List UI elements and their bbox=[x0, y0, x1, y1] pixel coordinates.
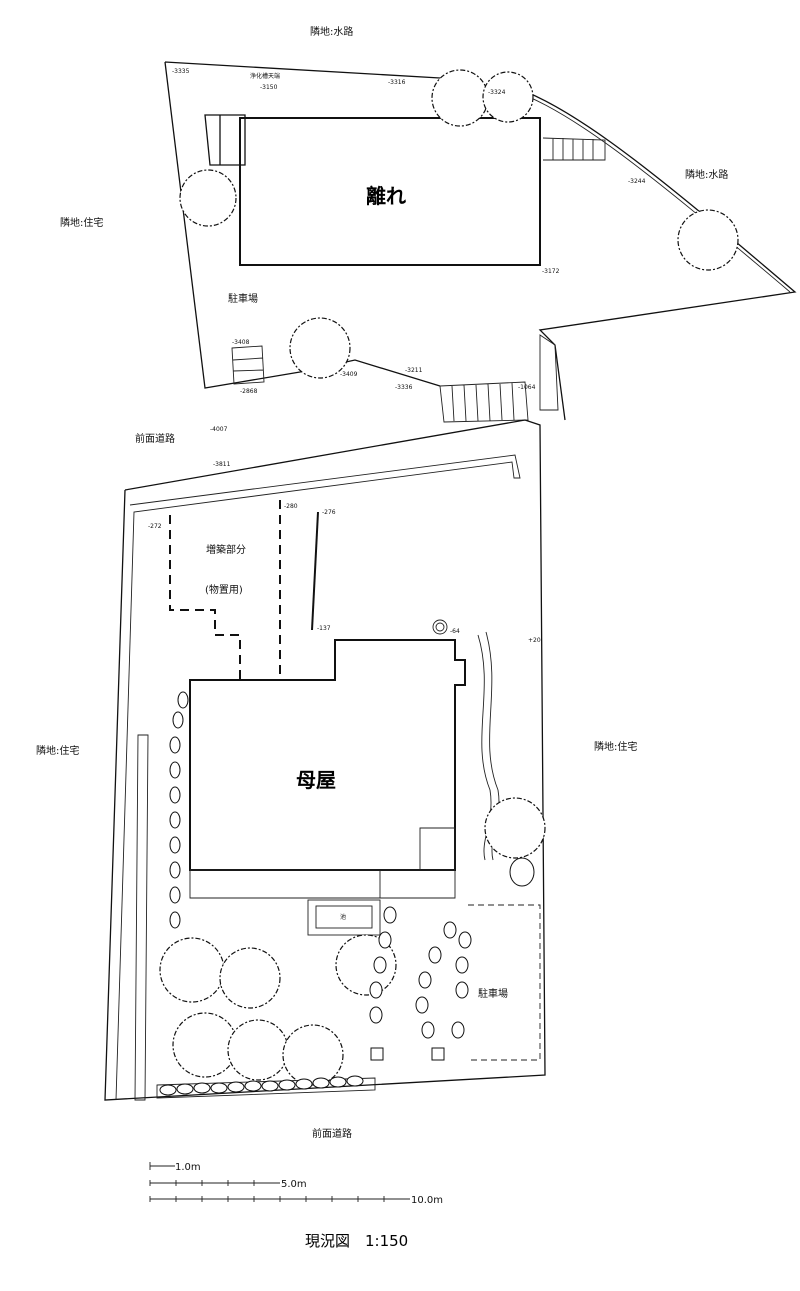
tree bbox=[282, 1024, 344, 1086]
elevation: -4007 bbox=[210, 426, 228, 433]
label-main-house: 母屋 bbox=[296, 768, 336, 792]
elevation: -3811 bbox=[213, 461, 231, 468]
elevation: -3324 bbox=[488, 89, 506, 96]
tree bbox=[431, 69, 489, 127]
elevation: -3408 bbox=[232, 339, 250, 346]
tree bbox=[482, 71, 534, 123]
main-house bbox=[189, 619, 541, 1061]
elevation: -3316 bbox=[388, 79, 406, 86]
label-parking-upper: 駐車場 bbox=[228, 292, 258, 305]
tree bbox=[159, 937, 225, 1003]
elevation: -3409 bbox=[340, 371, 358, 378]
label-front-road-bottom: 前面道路 bbox=[312, 1127, 352, 1140]
label-septic-tank: 浄化槽天端 bbox=[250, 72, 280, 80]
label-extension-use: (物置用) bbox=[205, 583, 243, 596]
elevation: -2868 bbox=[240, 388, 258, 395]
label-annex: 離れ bbox=[366, 184, 406, 208]
elevation: +20 bbox=[528, 637, 541, 644]
elevation: -3150 bbox=[260, 84, 278, 91]
elevation: -272 bbox=[148, 523, 162, 530]
elevation: -3172 bbox=[542, 268, 560, 275]
wall-segment bbox=[311, 511, 319, 631]
tree bbox=[289, 317, 351, 379]
scale-5m: 5.0m bbox=[281, 1179, 307, 1190]
elevation: -3335 bbox=[172, 68, 190, 75]
elevation: -276 bbox=[322, 509, 336, 516]
label-extension: 増築部分 bbox=[206, 543, 246, 556]
extension-outline bbox=[169, 500, 281, 680]
label-neighbor-house-upper-left: 隣地:住宅 bbox=[60, 216, 103, 229]
garden-stones bbox=[159, 691, 535, 1096]
tree bbox=[677, 209, 739, 271]
scale-1m: 1.0m bbox=[175, 1162, 201, 1173]
elevation: -3336 bbox=[395, 384, 413, 391]
label-front-road-middle: 前面道路 bbox=[135, 432, 175, 445]
label-neighbor-water-top: 隣地:水路 bbox=[310, 25, 353, 38]
trees bbox=[159, 69, 739, 1086]
tree bbox=[172, 1012, 238, 1078]
elevation: -1064 bbox=[518, 384, 536, 391]
tree bbox=[484, 797, 546, 859]
tree bbox=[219, 947, 281, 1009]
elevation: -280 bbox=[284, 503, 298, 510]
drawing-title: 現況図 1:150 bbox=[305, 1232, 408, 1250]
label-neighbor-house-right: 隣地:住宅 bbox=[594, 740, 637, 753]
annex-building bbox=[204, 114, 606, 385]
elevation: -3244 bbox=[628, 178, 646, 185]
scale-10m: 10.0m bbox=[411, 1195, 443, 1206]
stairs bbox=[439, 334, 559, 423]
label-parking-lower: 駐車場 bbox=[478, 987, 508, 1000]
tree bbox=[335, 934, 397, 996]
elevation: -137 bbox=[317, 625, 331, 632]
elevation: -3211 bbox=[405, 367, 423, 374]
tree bbox=[179, 169, 237, 227]
label-neighbor-water-right: 隣地:水路 bbox=[685, 168, 728, 181]
tree bbox=[227, 1019, 289, 1081]
label-neighbor-house-lower-left: 隣地:住宅 bbox=[36, 744, 79, 757]
elevation: -64 bbox=[450, 628, 460, 635]
elevation-labels: -3335 -3150 -3316 -3324 -3244 -3172 -340… bbox=[148, 68, 646, 644]
label-pond: 池 bbox=[340, 913, 346, 921]
scale-bars: 1.0m 5.0m 10.0m bbox=[149, 1162, 443, 1206]
